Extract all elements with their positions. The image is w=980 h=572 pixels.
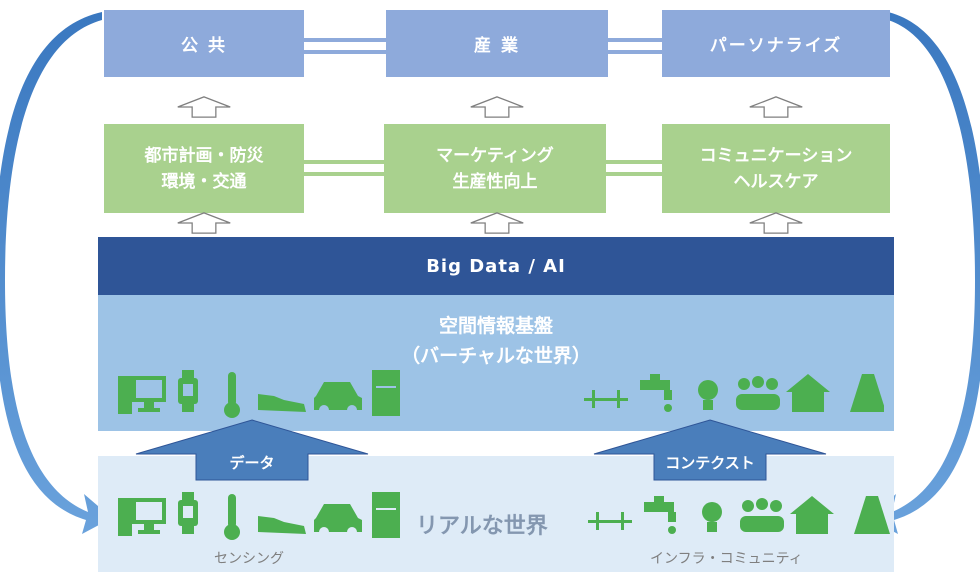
car-icon [314,382,362,415]
device-icons-real [118,492,400,540]
connector-top-2 [608,38,662,54]
box-urban-planning: 都市計画・防災環境・交通 [104,124,304,213]
thermometer-icon [224,494,240,540]
bridge-icon [588,512,632,530]
data-arrow-label: データ [229,454,275,472]
connector-mid-1 [304,160,384,176]
left-curved-arrow [0,12,112,534]
infra-community-label: インフラ・コミュニティ [650,551,803,567]
up-arrow [177,212,231,234]
thermometer-icon [224,372,240,418]
smartwatch-icon [178,370,198,412]
real-world-label: リアルな世界 [416,514,548,539]
people-icon [740,498,784,532]
shoe-icon [258,516,306,534]
bigdata-band: Big Data / AI [98,237,894,295]
spatial-title: 空間情報基盤 （バーチャルな世界） [98,311,894,371]
up-arrow [749,212,803,234]
computer-icon [118,498,166,536]
mid-line1: コミュニケーション [699,145,853,166]
context-arrow-label: コンテクスト [665,454,755,472]
computer-icon [118,376,166,414]
context-arrow [593,419,827,481]
box-marketing: マーケティング生産性向上 [384,124,606,213]
refrigerator-icon [372,492,400,538]
sensing-label: センシング [214,551,284,567]
refrigerator-icon [372,370,400,416]
infra-icons-real [588,496,890,534]
lightbulb-icon [698,380,718,410]
up-arrow [470,96,524,118]
spatial-line1: 空間情報基盤 [438,315,553,337]
car-icon [314,504,362,537]
bridge-icon [584,390,628,408]
connector-mid-2 [606,160,662,176]
up-arrow [470,212,524,234]
box-industry: 産 業 [386,10,608,77]
up-arrow [749,96,803,118]
house-icon [790,496,834,534]
mid-line2: 環境・交通 [161,171,247,192]
smartwatch-icon [178,492,198,534]
infra-icons-virtual [584,374,884,412]
data-arrow [135,419,369,481]
water-tap-icon [644,496,676,534]
connector-top-1 [304,38,386,54]
mid-line1: 都市計画・防災 [144,145,264,166]
shoe-icon [258,394,306,412]
mid-line2: 生産性向上 [452,171,538,192]
box-public: 公 共 [104,10,304,77]
lightbulb-icon [702,502,722,532]
box-communication: コミュニケーションヘルスケア [662,124,890,213]
water-tap-icon [640,374,672,412]
device-icons-virtual [118,370,400,418]
box-personalize: パーソナライズ [662,10,890,77]
road-icon [854,496,890,534]
spatial-line2: （バーチャルな世界） [401,345,591,367]
mid-line1: マーケティング [436,145,554,166]
house-icon [786,374,830,412]
up-arrow [177,96,231,118]
road-icon [850,374,884,412]
people-icon [736,376,780,410]
mid-line2: ヘルスケア [733,171,819,192]
